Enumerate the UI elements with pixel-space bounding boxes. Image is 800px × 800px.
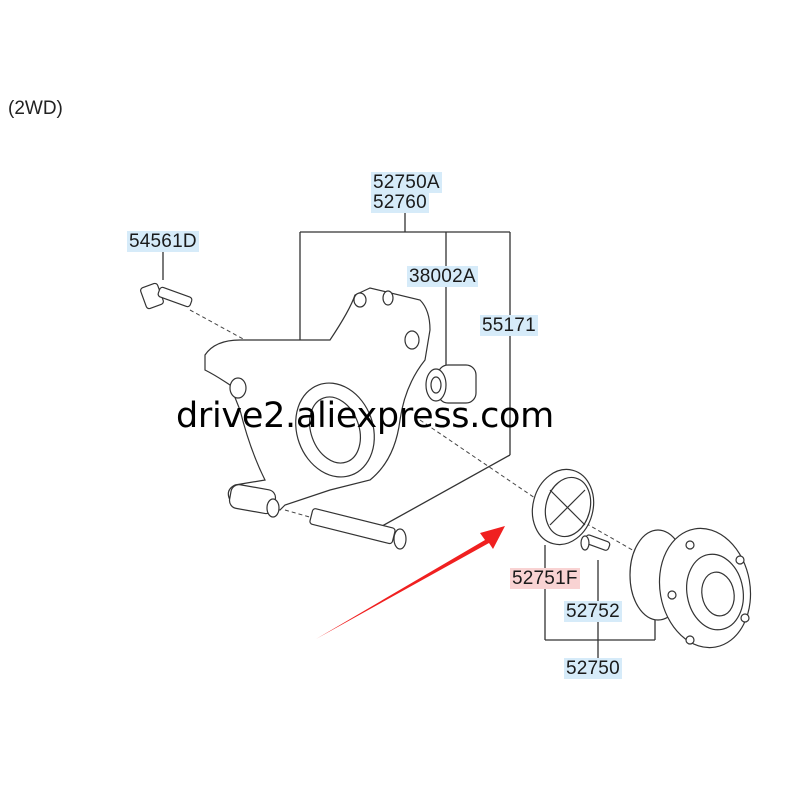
part-label-52750[interactable]: 52750 xyxy=(564,658,622,679)
hub-bolt-52752-icon xyxy=(580,534,611,551)
dust-cover-52751F-icon xyxy=(531,468,595,546)
watermark-text: drive2.aliexpress.com xyxy=(176,396,554,436)
part-label-38002A[interactable]: 38002A xyxy=(407,266,478,287)
steering-knuckle-icon xyxy=(204,287,431,518)
wheel-hub-52750-icon xyxy=(629,527,752,649)
part-label-54561D[interactable]: 54561D xyxy=(127,231,199,252)
drivetrain-variant-label: (2WD) xyxy=(8,98,63,119)
part-label-52751F[interactable]: 52751F xyxy=(510,568,580,589)
part-label-52752[interactable]: 52752 xyxy=(564,601,622,622)
part-label-55171[interactable]: 55171 xyxy=(480,315,538,336)
part-label-52750A[interactable]: 52750A xyxy=(371,172,442,193)
leader-lines xyxy=(162,213,656,658)
bushing-38002A-icon xyxy=(425,364,477,404)
bolt-54561D-icon xyxy=(140,282,193,310)
red-pointer-arrow-icon xyxy=(316,526,505,639)
part-label-52760[interactable]: 52760 xyxy=(371,192,429,213)
long-bolt-55171-icon xyxy=(309,508,407,550)
